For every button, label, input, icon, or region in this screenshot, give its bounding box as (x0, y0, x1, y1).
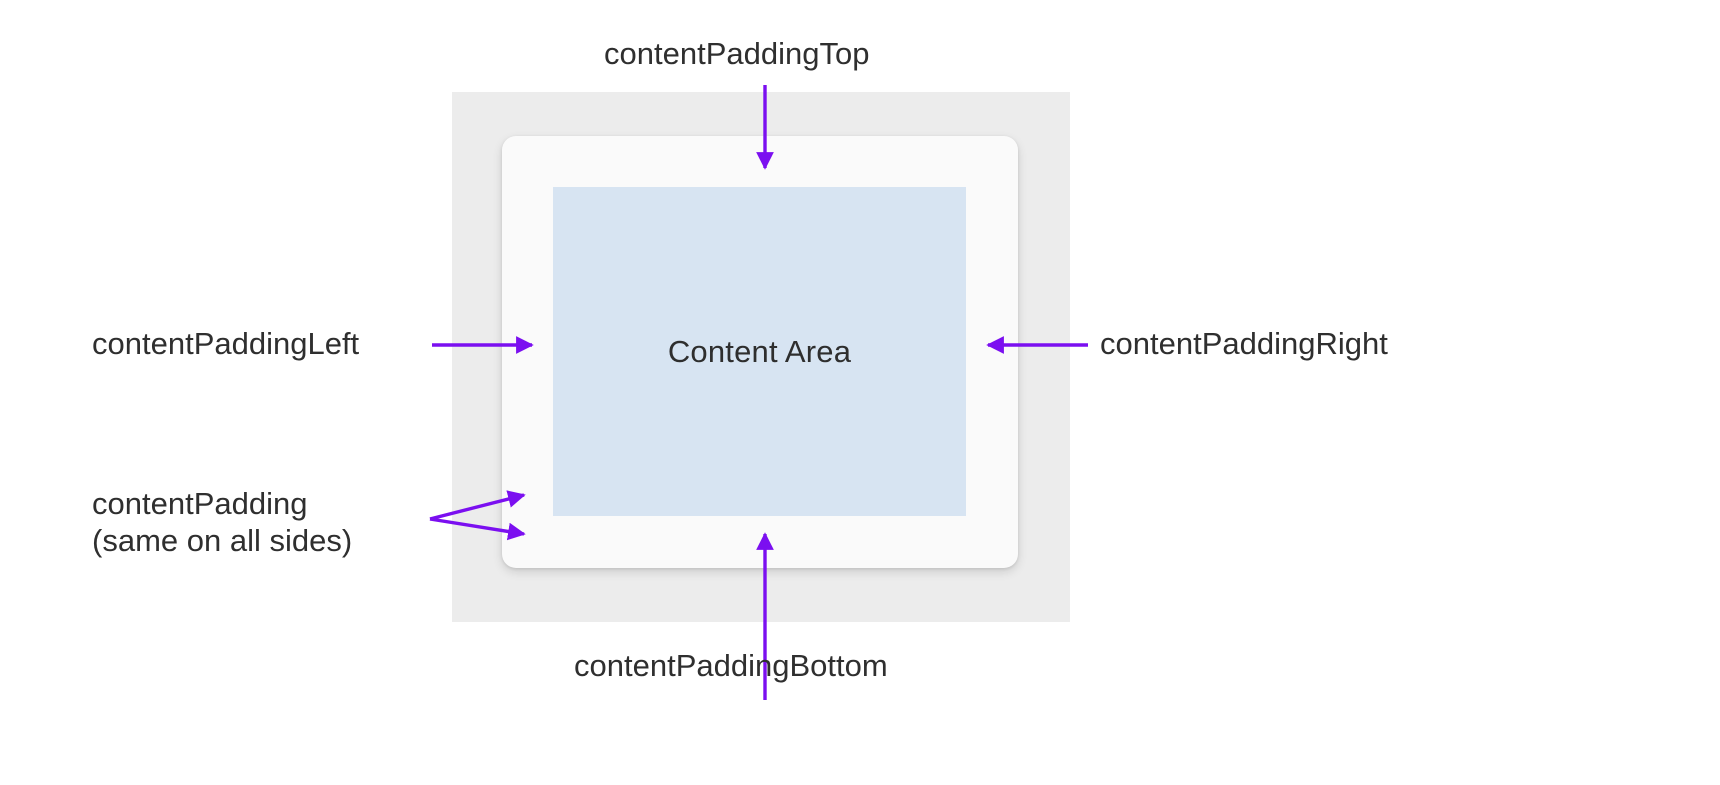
content-area-label: Content Area (667, 334, 852, 369)
label-content-padding-left: contentPaddingLeft (92, 326, 360, 361)
label-content-padding-group: contentPadding (same on all sides) (92, 486, 352, 559)
label-content-padding-bottom: contentPaddingBottom (574, 648, 888, 683)
label-content-padding-right: contentPaddingRight (1100, 326, 1388, 361)
label-content-padding-top: contentPaddingTop (604, 36, 870, 71)
label-content-padding-main: contentPadding (92, 486, 308, 521)
label-content-padding-sub: (same on all sides) (92, 522, 353, 558)
content-area-box: Content Area (553, 187, 966, 516)
